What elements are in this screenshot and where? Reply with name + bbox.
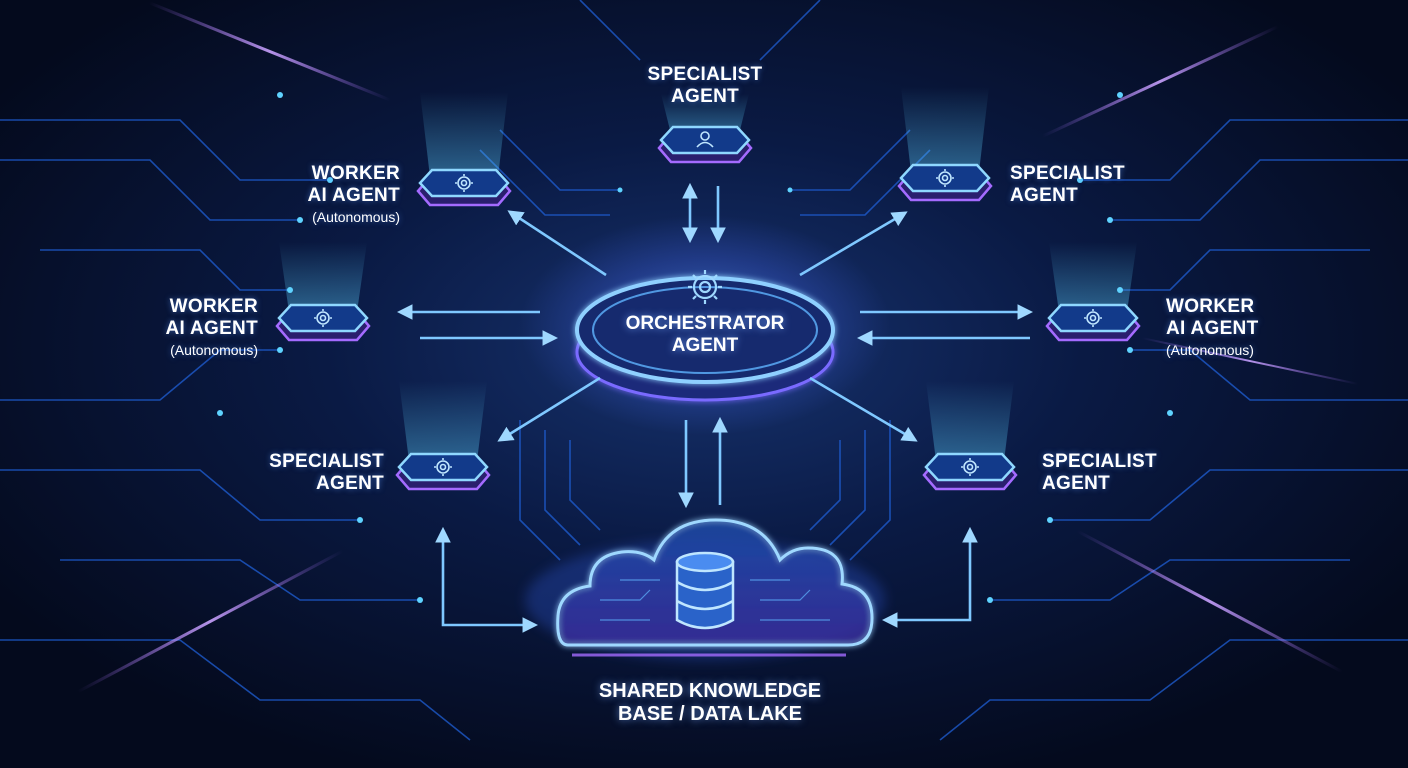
agent-mid-left-platform (277, 242, 369, 340)
agent-bottom-right-line1: SPECIALIST (1042, 451, 1192, 473)
arrow-left-kb (443, 530, 535, 625)
arrow-right-kb (885, 530, 970, 620)
arrow-orch-topright (800, 213, 905, 275)
knowledge-base-label: SHARED KNOWLEDGE BASE / DATA LAKE (540, 680, 880, 726)
agent-top-label: SPECIALIST AGENT (630, 64, 780, 108)
orchestrator-label: ORCHESTRATOR AGENT (600, 313, 810, 357)
agent-mid-left-line1: WORKER (118, 296, 258, 318)
agent-mid-right-sub: (Autonomous) (1166, 340, 1306, 360)
agent-bottom-right-platform (924, 381, 1016, 489)
agent-bottom-left-line2: AGENT (234, 473, 384, 495)
agent-bottom-right-label: SPECIALIST AGENT (1042, 451, 1192, 495)
agent-top-left-sub: (Autonomous) (260, 207, 400, 227)
agent-mid-left-line2: AI AGENT (118, 318, 258, 340)
agent-mid-left-label: WORKER AI AGENT (Autonomous) (118, 296, 258, 360)
agent-bottom-right-line2: AGENT (1042, 473, 1192, 495)
agent-top-right-line1: SPECIALIST (1010, 163, 1160, 185)
arrow-orch-bottomleft (500, 378, 600, 440)
agent-top-left-label: WORKER AI AGENT (Autonomous) (260, 163, 400, 227)
knowledge-base-line2: BASE / DATA LAKE (540, 703, 880, 726)
agent-mid-right-line2: AI AGENT (1166, 318, 1306, 340)
agent-top-right-line2: AGENT (1010, 185, 1160, 207)
agent-top-line2: AGENT (630, 86, 780, 108)
agent-mid-right-label: WORKER AI AGENT (Autonomous) (1166, 296, 1306, 360)
agent-mid-right-platform (1047, 242, 1139, 340)
knowledge-base-line1: SHARED KNOWLEDGE (540, 680, 880, 703)
agent-bottom-left-platform (397, 381, 489, 489)
agent-top-left-line1: WORKER (260, 163, 400, 185)
agent-top-line1: SPECIALIST (630, 64, 780, 86)
orchestrator-line2: AGENT (600, 335, 810, 357)
agent-top-right-platform (899, 87, 991, 200)
agent-top-left-platform (418, 92, 510, 205)
orchestrator-line1: ORCHESTRATOR (600, 313, 810, 335)
arrow-orch-topleft (510, 212, 606, 275)
agent-bottom-left-line1: SPECIALIST (234, 451, 384, 473)
agent-bottom-left-label: SPECIALIST AGENT (234, 451, 384, 495)
agent-top-right-label: SPECIALIST AGENT (1010, 163, 1160, 207)
arrow-orch-bottomright (810, 378, 915, 440)
agent-mid-right-line1: WORKER (1166, 296, 1306, 318)
agent-mid-left-sub: (Autonomous) (118, 340, 258, 360)
agent-top-left-line2: AI AGENT (260, 185, 400, 207)
